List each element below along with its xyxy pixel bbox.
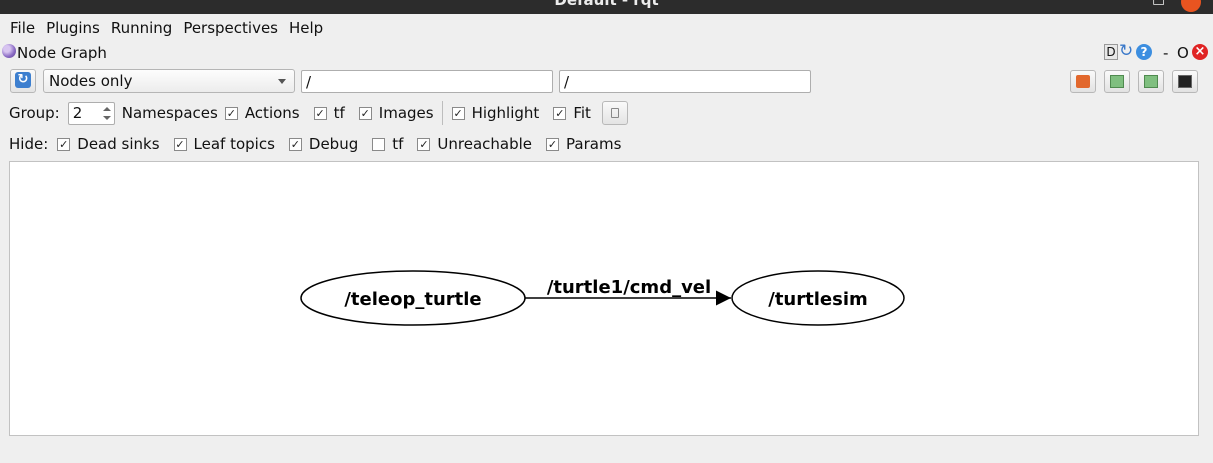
dock-close-button[interactable]: ×: [1192, 44, 1208, 60]
dock-help-button[interactable]: ?: [1136, 44, 1152, 60]
open-folder-icon: [1076, 75, 1090, 88]
hide-label: Hide:: [9, 135, 49, 153]
unreachable-checkbox[interactable]: ✓ Unreachable: [417, 135, 532, 153]
menu-running[interactable]: Running: [107, 19, 179, 37]
menu-plugins[interactable]: Plugins: [42, 19, 107, 37]
menu-help[interactable]: Help: [285, 19, 330, 37]
window-close-button[interactable]: [1181, 0, 1201, 12]
leaf-topics-label: Leaf topics: [193, 135, 275, 153]
fit-view-icon: [610, 108, 619, 118]
menu-help-label: Help: [289, 19, 324, 37]
save-image-icon: [1144, 75, 1158, 88]
graph-mode-select[interactable]: Nodes only: [43, 69, 295, 93]
window-maximize-button[interactable]: □: [1152, 0, 1165, 7]
graph-canvas[interactable]: /teleop_turtle /turtlesim /turtle1/cmd_v…: [9, 161, 1199, 436]
menu-file-label: File: [10, 19, 36, 37]
checkbox-icon: ✓: [546, 137, 560, 151]
options-row: Group: 2 Namespaces ✓ Actions ✓ tf ✓ Ima…: [9, 101, 628, 125]
highlight-label: Highlight: [471, 104, 540, 122]
checkbox-icon: [372, 137, 386, 151]
debug-checkbox[interactable]: ✓ Debug: [288, 135, 359, 153]
save-dot-icon: [1110, 75, 1124, 88]
debug-label: Debug: [308, 135, 359, 153]
tf-label: tf: [333, 104, 345, 122]
graph-node-label: /turtlesim: [768, 289, 868, 310]
screenshot-button[interactable]: [1172, 70, 1198, 93]
graph-mode-value: Nodes only: [49, 72, 133, 90]
checkbox-icon: ✓: [57, 137, 71, 151]
save-image-button[interactable]: [1138, 70, 1164, 93]
group-label: Group:: [9, 104, 60, 122]
menu-plugins-label: Plugins: [46, 19, 100, 37]
spin-arrows-icon[interactable]: [102, 105, 112, 122]
dock-d-button[interactable]: D: [1104, 44, 1118, 60]
topic-filter-input[interactable]: [559, 70, 811, 93]
leaf-topics-checkbox[interactable]: ✓ Leaf topics: [173, 135, 275, 153]
graph-node-label: /teleop_turtle: [344, 289, 481, 310]
refresh-icon: ↻: [15, 72, 31, 88]
dock-title: Node Graph: [17, 44, 107, 62]
checkbox-icon: ✓: [313, 106, 327, 120]
menu-running-label: Running: [110, 19, 173, 37]
node-graph-svg: /teleop_turtle /turtlesim /turtle1/cmd_v…: [300, 270, 905, 326]
menu-bar: File Plugins Running Perspectives Help: [0, 14, 1213, 42]
chevron-down-icon: [278, 79, 286, 84]
checkbox-icon: ✓: [288, 137, 302, 151]
checkbox-icon: ✓: [553, 106, 567, 120]
save-dot-button[interactable]: [1104, 70, 1130, 93]
checkbox-icon: ✓: [173, 137, 187, 151]
tf-checkbox[interactable]: ✓ Images: [358, 104, 434, 122]
dock-reload-icon[interactable]: ↻: [1119, 41, 1134, 61]
menu-file[interactable]: File: [6, 19, 42, 37]
rqt-plugin-icon: [2, 44, 16, 58]
node-filter-input[interactable]: [301, 70, 553, 93]
hide-tf-checkbox[interactable]: tf: [372, 135, 403, 153]
menu-perspectives[interactable]: Perspectives: [179, 19, 285, 37]
dock-header: Node Graph D ↻ ? - O ×: [0, 42, 1213, 64]
dead-sinks-label: Dead sinks: [77, 135, 160, 153]
params-checkbox[interactable]: ✓ Params: [546, 135, 621, 153]
namespaces-checkbox[interactable]: ✓ Actions: [224, 104, 300, 122]
fit-in-view-button[interactable]: [601, 101, 628, 125]
dock-minimize-button[interactable]: -: [1163, 44, 1169, 62]
params-label: Params: [566, 135, 622, 153]
group-value: 2: [72, 103, 83, 122]
dock-float-button[interactable]: O: [1177, 44, 1189, 62]
actions-label: Actions: [244, 104, 300, 122]
toolbar-separator: [441, 101, 443, 125]
window-minimize-button[interactable]: –: [1118, 0, 1125, 7]
highlight-checkbox[interactable]: ✓ Highlight: [451, 104, 540, 122]
fit-checkbox[interactable]: ✓ Fit: [553, 104, 591, 122]
fit-label: Fit: [573, 104, 591, 122]
load-dot-button[interactable]: [1070, 70, 1096, 93]
window-title: Default - rqt: [554, 0, 659, 9]
hide-tf-label: tf: [392, 135, 404, 153]
checkbox-icon: ✓: [224, 106, 238, 120]
group-spinbox[interactable]: 2: [67, 101, 115, 125]
right-gutter: [1208, 42, 1213, 463]
window-titlebar: Default - rqt – □: [0, 0, 1213, 14]
graph-node-turtlesim[interactable]: [731, 270, 905, 326]
actions-checkbox[interactable]: ✓ tf: [313, 104, 345, 122]
menu-perspectives-label: Perspectives: [183, 19, 278, 37]
checkbox-icon: ✓: [358, 106, 372, 120]
refresh-graph-button[interactable]: ↻: [10, 69, 36, 93]
checkbox-icon: ✓: [417, 137, 431, 151]
hide-row: Hide: ✓ Dead sinks ✓ Leaf topics ✓ Debug…: [9, 133, 621, 155]
namespaces-label: Namespaces: [121, 104, 218, 122]
dead-sinks-checkbox[interactable]: ✓ Dead sinks: [57, 135, 160, 153]
images-label: Images: [378, 104, 434, 122]
checkbox-icon: ✓: [451, 106, 465, 120]
graph-edge-label: /turtle1/cmd_vel: [547, 277, 711, 298]
screenshot-icon: [1178, 75, 1192, 88]
unreachable-label: Unreachable: [437, 135, 533, 153]
